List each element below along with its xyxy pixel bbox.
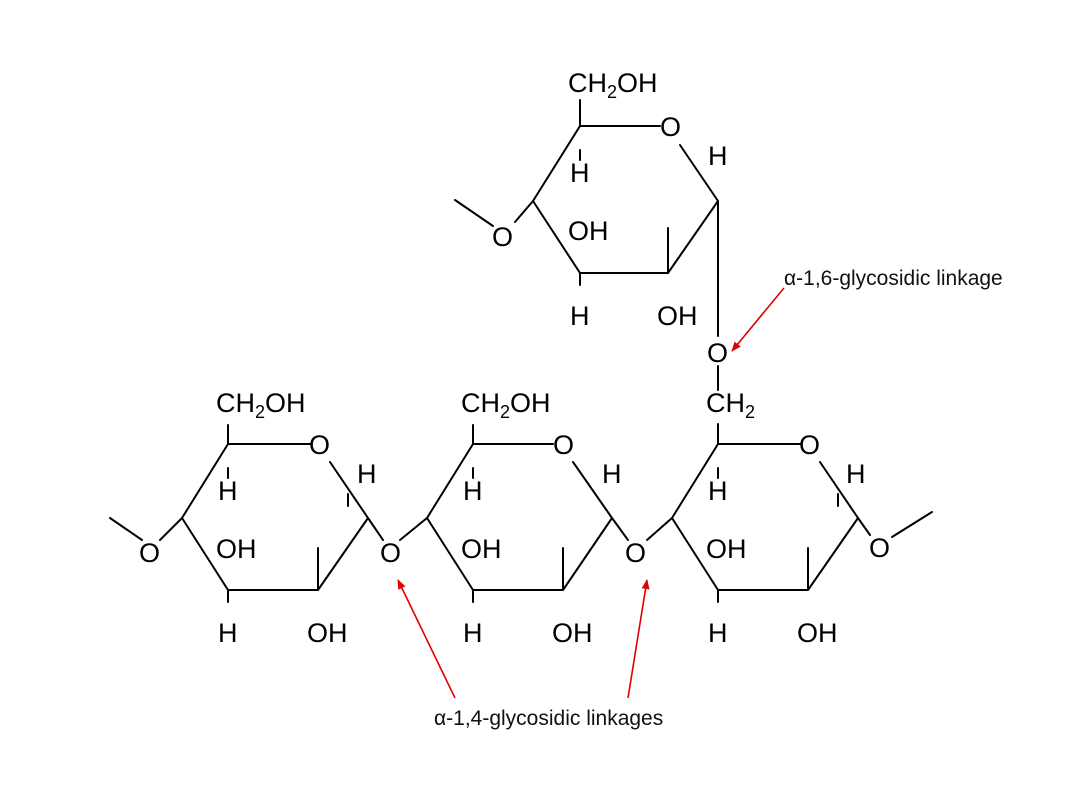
alpha14-callout: α-1,4-glycosidic linkages [397,579,663,730]
glucose-ring-2: CH2OH O H H OH H OH [399,388,629,648]
alpha16-oxygen: O [707,338,728,368]
ring1-h1: H [357,459,377,489]
ring3-ch2: CH2 [706,388,755,422]
chain-end-oxygen: O [869,533,890,563]
ring1-ch2oh: CH2OH [216,388,306,422]
ring4-oh2: OH [657,301,698,331]
ring2-h4: H [463,476,483,506]
ring1-oh3: OH [216,534,257,564]
ring2-oxygen: O [553,430,574,460]
alpha14-oxygen-2: O [625,538,646,568]
ring2-oh3: OH [461,534,502,564]
ring4-h1: H [708,141,728,171]
branch-end-oxygen: O [492,222,513,252]
ring3-h4: H [708,476,728,506]
ring4-h4: H [570,158,590,188]
ring2-oh2: OH [552,618,593,648]
alpha16-arrow [731,287,785,352]
ring1-oh2: OH [307,618,348,648]
glucose-ring-4: CH2OH O H H OH H OH [514,68,728,337]
ring3-h3: H [708,618,728,648]
alpha16-label: α-1,6-glycosidic linkage [784,267,1003,290]
ring2-h1: H [602,459,622,489]
ring1-h4: H [218,476,238,506]
linkages: O O O O O O [109,199,933,568]
ring4-oxygen: O [660,112,681,142]
ring1-h3: H [218,618,238,648]
ring4-h3: H [570,301,590,331]
ring3-oh2: OH [797,618,838,648]
ring2-h3: H [463,618,483,648]
glucose-ring-3: CH2 O H H OH H OH [646,388,871,648]
glucose-ring-1: CH2OH O H H OH H OH [159,388,384,648]
ring4-ch2oh: CH2OH [568,68,658,102]
ring3-oxygen: O [799,430,820,460]
alpha14-oxygen-1: O [380,538,401,568]
ring3-oh3: OH [706,534,747,564]
alpha14-label: α-1,4-glycosidic linkages [434,707,663,730]
alpha14-arrow-1 [397,579,456,699]
ring4-oh3: OH [568,216,609,246]
alpha14-arrow-2 [627,579,650,699]
ring1-oxygen: O [309,430,330,460]
chain-start-oxygen: O [139,538,160,568]
ring3-h1: H [846,459,866,489]
alpha16-callout: α-1,6-glycosidic linkage [731,267,1003,352]
ring2-ch2oh: CH2OH [461,388,551,422]
